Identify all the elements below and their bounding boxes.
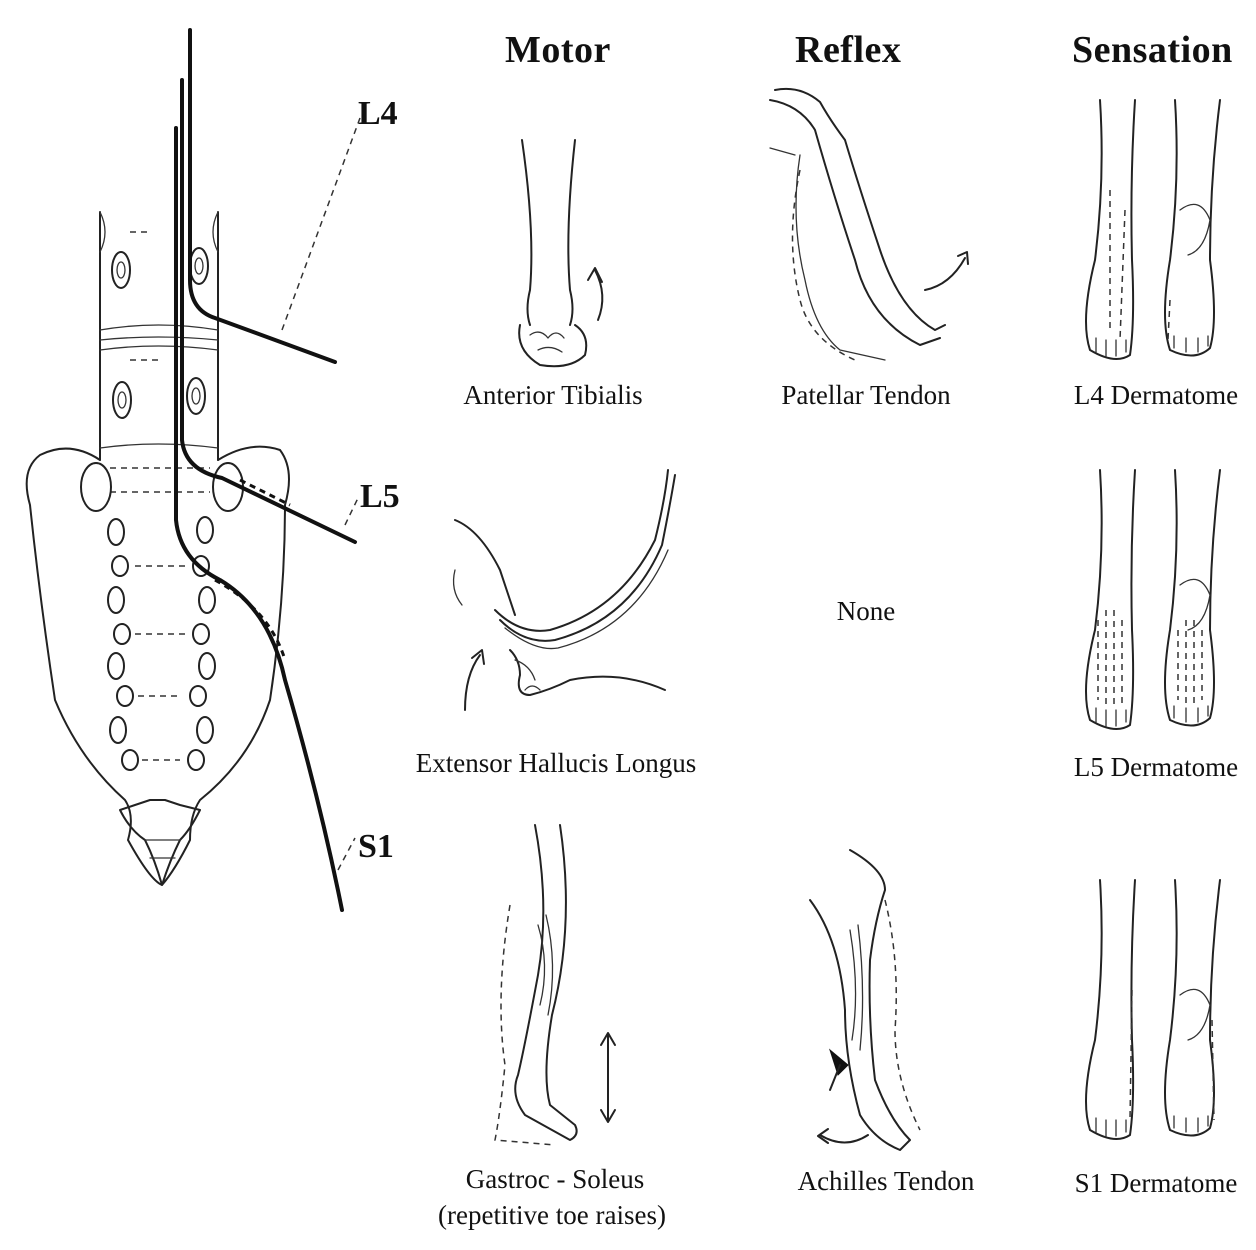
l4-nerve-root (190, 30, 335, 362)
caption-reflex-none: None (837, 596, 895, 627)
gastroc-soleus-illustration (480, 815, 650, 1165)
caption-l5-dermatome: L5 Dermatome (1074, 752, 1238, 783)
anterior-tibialis-illustration (490, 110, 650, 370)
patellar-tendon-illustration (760, 80, 980, 370)
caption-extensor-hallucis-longus: Extensor Hallucis Longus (416, 748, 696, 779)
extensor-hallucis-longus-illustration (440, 460, 680, 720)
l5-dermatome-feet-illustration (1070, 460, 1240, 740)
achilles-tendon-illustration (790, 840, 950, 1160)
l5-nerve-root (182, 80, 355, 542)
header-motor: Motor (505, 28, 611, 72)
header-sensation: Sensation (1072, 28, 1233, 72)
spine-sacrum-illustration (0, 0, 420, 920)
caption-repetitive-toe-raises: (repetitive toe raises) (438, 1200, 666, 1231)
root-label-s1: S1 (358, 828, 394, 866)
caption-l4-dermatome: L4 Dermatome (1074, 380, 1238, 411)
caption-achilles-tendon: Achilles Tendon (798, 1166, 975, 1197)
caption-s1-dermatome: S1 Dermatome (1075, 1168, 1238, 1199)
root-label-l5: L5 (360, 478, 400, 516)
sacral-foramina (108, 517, 215, 770)
header-reflex: Reflex (795, 28, 901, 72)
caption-patellar-tendon: Patellar Tendon (781, 380, 950, 411)
s1-dermatome-feet-illustration (1070, 870, 1240, 1150)
l4-dermatome-feet-illustration (1070, 90, 1240, 370)
caption-gastroc-soleus: Gastroc - Soleus (466, 1164, 644, 1195)
caption-anterior-tibialis: Anterior Tibialis (463, 380, 642, 411)
root-label-l4: L4 (358, 95, 398, 133)
